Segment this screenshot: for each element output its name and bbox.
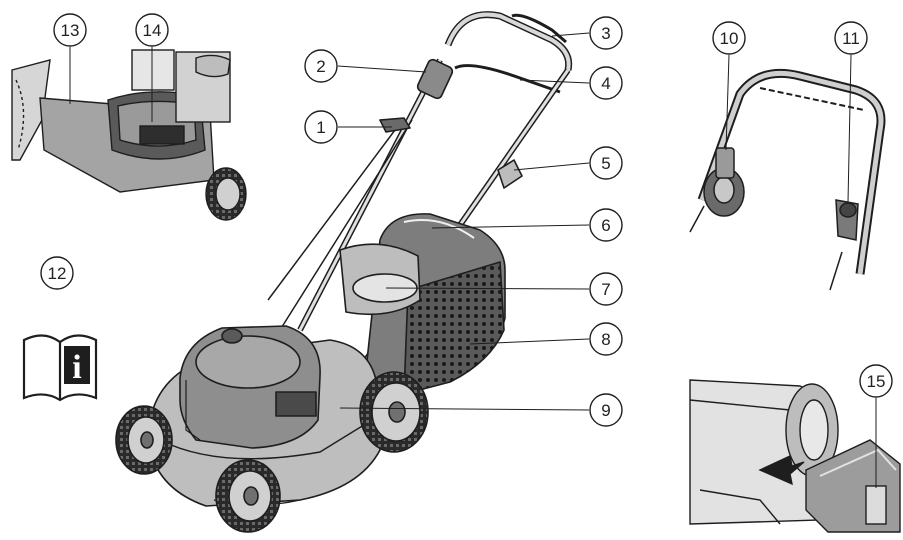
callout-number-8: 8 [601,330,610,349]
leader-line-9 [339,407,590,411]
callout-circle-15 [859,364,893,398]
leader-line-6 [431,224,590,229]
callout-circle-12 [40,256,74,290]
callout-14: 14 [135,13,169,47]
callout-10: 10 [712,21,746,55]
callout-circle-11 [834,21,868,55]
rear-wheel [359,371,429,453]
callout-circle-4 [589,66,623,100]
callout-1: 1 [304,110,338,144]
inset-mulching-plug [11,49,247,221]
callout-2: 2 [304,49,338,83]
callout-number-4: 4 [601,74,610,93]
callout-circle-8 [589,322,623,356]
callout-7: 7 [589,272,623,306]
callout-leader-lines [69,32,877,488]
callout-circle-14 [135,13,169,47]
leader-line-7 [385,287,590,290]
leader-line-8 [469,338,590,345]
callout-5: 5 [589,146,623,180]
brake-lever [379,117,411,133]
quick-release-lever [497,159,523,189]
callout-number-3: 3 [601,24,610,43]
switch-box [416,58,454,100]
callout-circle-1 [304,110,338,144]
manual-info-letter: i [72,349,81,386]
callout-circle-3 [589,16,623,50]
callout-number-15: 15 [867,372,886,391]
inset-side-discharge [689,379,901,533]
callout-4: 4 [589,66,623,100]
engine [179,325,321,449]
callout-number-2: 2 [316,57,325,76]
inset-handle-controls [689,68,886,291]
callout-number-12: 12 [48,264,67,283]
callout-number-10: 10 [720,29,739,48]
grass-catcher [339,213,506,397]
upper-handle [444,11,573,94]
callout-circle-13 [53,13,87,47]
callout-circle-5 [589,146,623,180]
callout-number-13: 13 [61,21,80,40]
callout-number-9: 9 [601,401,610,420]
callout-11: 11 [834,21,868,55]
callout-15: 15 [859,364,893,398]
arrow-icon [758,454,805,486]
callout-number-5: 5 [601,154,610,173]
callout-9: 9 [589,393,623,427]
callout-number-14: 14 [143,21,162,40]
callout-13: 13 [53,13,87,47]
callout-3: 3 [589,16,623,50]
callout-number-1: 1 [316,118,325,137]
callout-number-6: 6 [601,216,610,235]
leader-line-5 [513,162,590,171]
front-left-wheel [115,405,173,475]
front-right-wheel [215,459,281,533]
leader-line-2 [337,65,427,73]
manual-book-icon: i [22,334,98,402]
leader-line-11 [847,54,852,203]
callout-number-7: 7 [601,280,610,299]
callout-circle-6 [589,208,623,242]
leader-line-3 [551,32,590,37]
leader-line-4 [519,79,590,84]
callout-circle-7 [589,272,623,306]
callout-number-11: 11 [842,29,860,48]
callout-12: 12 [40,256,74,290]
leader-line-10 [725,54,730,151]
main-mower-illustration [115,11,573,533]
callout-circle-9 [589,393,623,427]
callout-circle-2 [304,49,338,83]
callout-6: 6 [589,208,623,242]
callout-circle-10 [712,21,746,55]
callout-8: 8 [589,322,623,356]
